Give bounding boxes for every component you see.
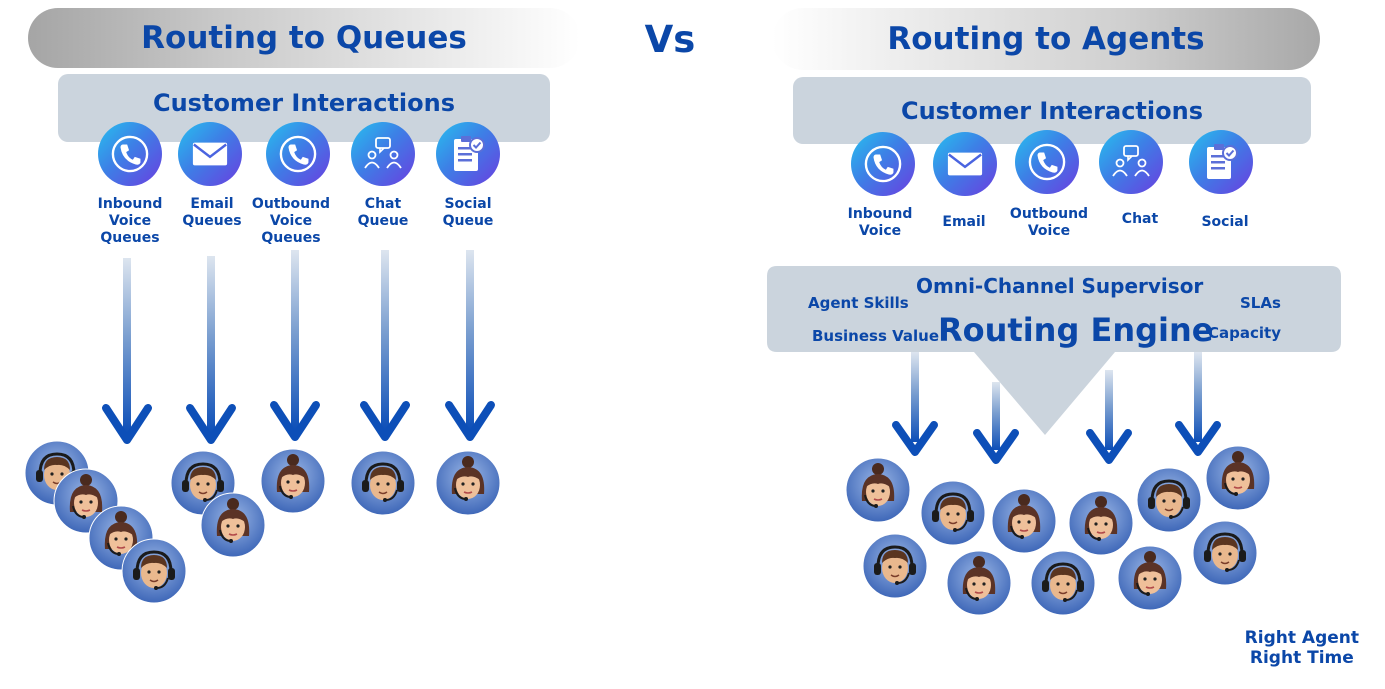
left-channel-label: Chat Queue [357,196,409,229]
chat-icon [1099,130,1163,194]
omni-channel-supervisor-label: Omni-Channel Supervisor [916,274,1204,298]
down-arrow-icon [1175,352,1221,456]
agent-avatar [862,533,928,599]
agent-avatar [260,448,326,514]
agent-avatar [1205,445,1271,511]
right-title: Routing to Agents [887,21,1205,57]
phone-icon [266,122,330,186]
left-queue-arrows [102,250,495,444]
social-icon [1189,130,1253,194]
slas-label: SLAs [1240,294,1281,312]
footer-line-1: Right Agent [1244,628,1359,648]
down-arrow-icon [1086,370,1132,464]
right-title-banner: Routing to Agents [772,8,1320,70]
down-arrow-icon [973,382,1019,464]
left-channel-label: Social Queue [442,196,494,229]
routing-engine-panel [767,266,1341,435]
right-engine-arrows [892,352,1221,464]
left-channel-label: Inbound Voice Queues [97,196,163,246]
agent-avatar [1030,550,1096,616]
down-arrow-icon [360,250,410,441]
capacity-label: Capacity [1208,324,1281,342]
agent-avatar [1192,520,1258,586]
left-channel-label: Email Queues [182,196,242,229]
right-channel-label: Email [942,214,986,230]
routing-engine-label: Routing Engine [938,311,1214,349]
right-customer-interactions-title: Customer Interactions [900,97,1203,125]
left-title-banner: Routing to Queues [28,8,580,68]
agent-avatar [920,480,986,546]
down-arrow-icon [892,352,938,456]
down-arrow-icon [186,256,236,444]
agent-avatar [121,538,187,604]
right-channel-label: Outbound Voice [1009,206,1089,239]
agent-skills-label: Agent Skills [808,294,909,312]
chat-icon [351,122,415,186]
agent-avatar [350,450,416,516]
email-icon [178,122,242,186]
down-arrow-icon [445,250,495,441]
right-channel-label: Inbound Voice [847,206,913,239]
email-icon [933,132,997,196]
right-channel-label: Chat [1121,211,1159,227]
agent-avatar [1117,545,1183,611]
left-channel-label: Outbound Voice Queues [251,196,331,246]
vs-label: Vs [644,18,696,61]
agent-avatar [946,550,1012,616]
right-channel-label: Social [1201,214,1249,230]
agent-avatar [845,457,911,523]
agent-avatar [991,488,1057,554]
agent-avatar [200,492,266,558]
down-arrow-icon [270,250,320,441]
left-customer-interactions-title: Customer Interactions [152,89,455,117]
down-arrow-icon [102,258,152,444]
footer-tagline: Right Agent Right Time [1245,628,1359,668]
business-value-label: Business Value [812,327,940,345]
phone-icon [1015,130,1079,194]
agent-avatar [435,450,501,516]
phone-icon [851,132,915,196]
footer-line-2: Right Time [1249,648,1354,668]
social-icon [436,122,500,186]
left-title: Routing to Queues [141,20,467,56]
phone-icon [98,122,162,186]
